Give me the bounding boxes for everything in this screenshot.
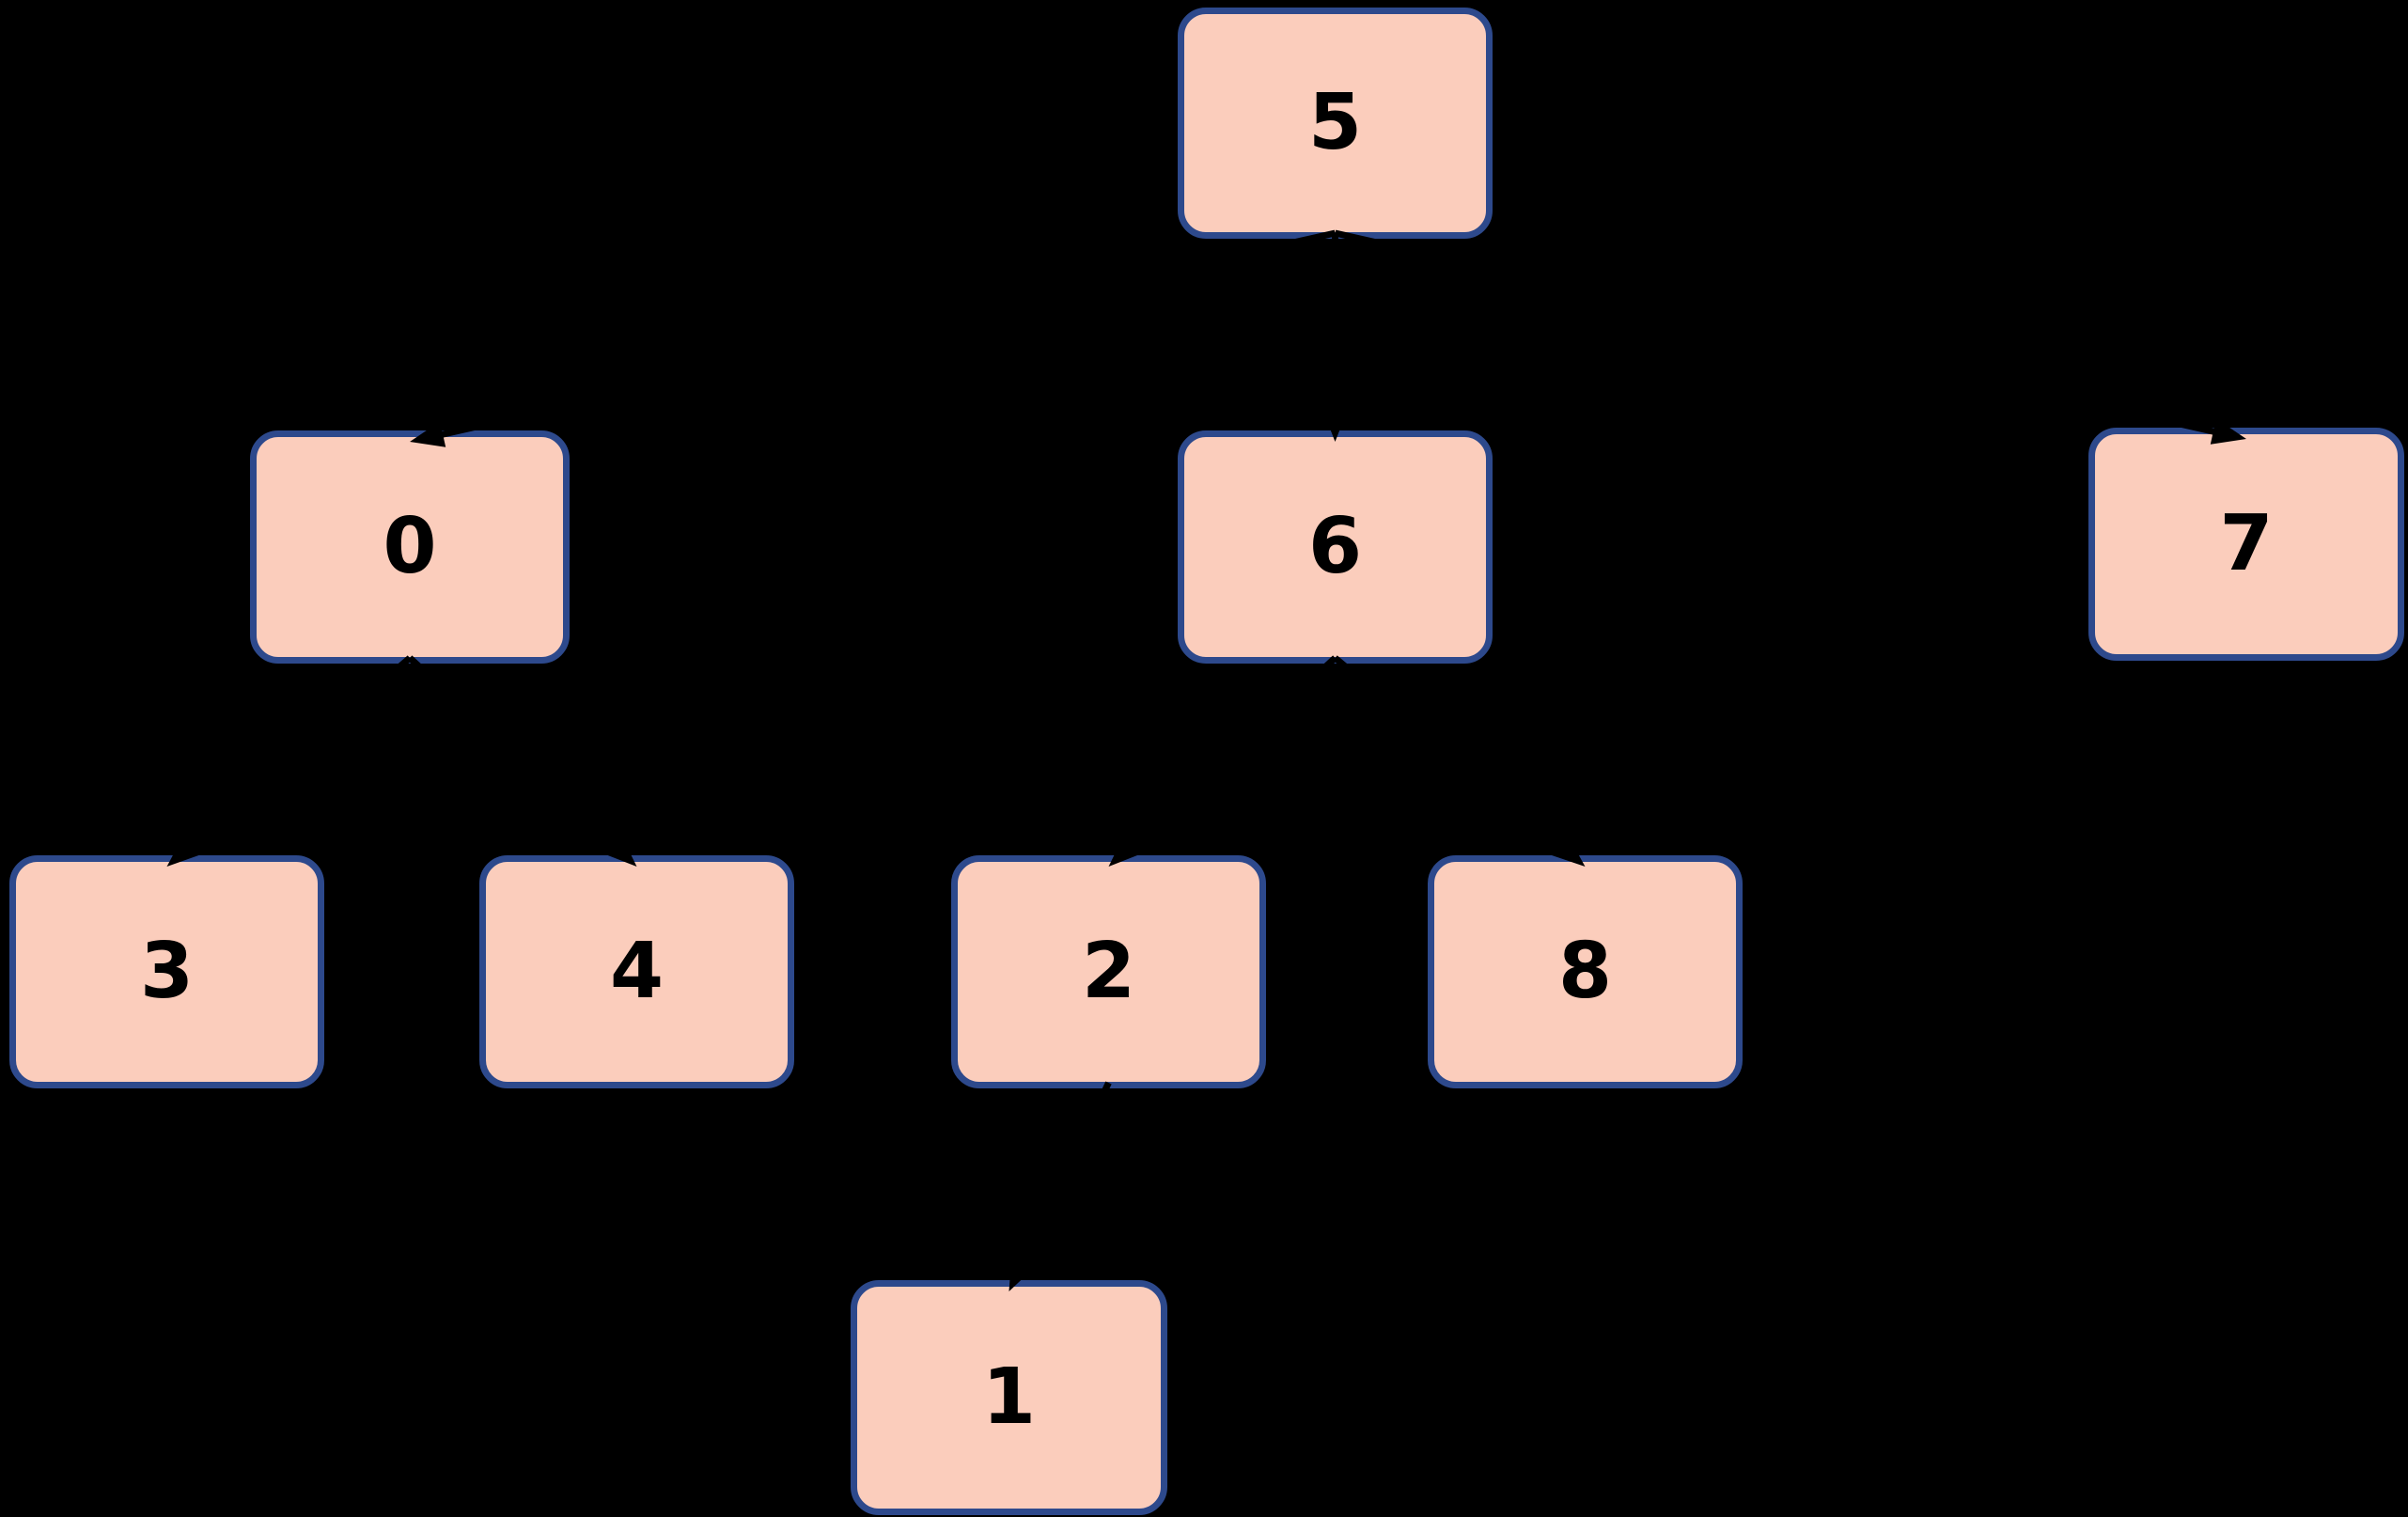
node-label: 8 — [1557, 927, 1613, 1016]
tree-node-2: 2 — [951, 855, 1266, 1088]
node-label: 4 — [609, 927, 665, 1016]
node-label: 0 — [383, 502, 437, 591]
node-label: 1 — [981, 1353, 1037, 1442]
tree-node-6: 6 — [1178, 430, 1493, 664]
tree-node-4: 4 — [479, 855, 794, 1088]
node-label: 3 — [139, 927, 195, 1016]
node-label: 6 — [1307, 502, 1363, 591]
node-label: 2 — [1081, 927, 1136, 1016]
tree-node-8: 8 — [1428, 855, 1743, 1088]
node-label: 7 — [2219, 499, 2274, 588]
tree-node-7: 7 — [2088, 428, 2404, 661]
tree-node-0: 0 — [250, 430, 570, 664]
node-label: 5 — [1307, 78, 1363, 167]
tree-node-5: 5 — [1178, 8, 1493, 239]
tree-node-1: 1 — [851, 1280, 1167, 1515]
tree-node-3: 3 — [9, 855, 324, 1088]
